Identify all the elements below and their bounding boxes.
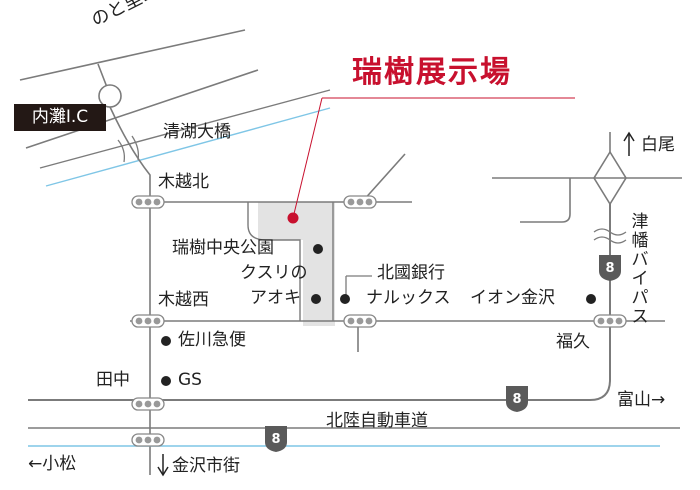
- noto-satoyama-road-lower: [25, 69, 259, 149]
- bypass-char-4: イ: [631, 269, 649, 289]
- tanaka-label: 田中: [96, 370, 130, 390]
- seiko-ohashi-label: 清湖大橋: [163, 122, 231, 142]
- aeon-label: イオン金沢: [470, 288, 555, 308]
- noto-satoyama-road-upper: [19, 29, 246, 81]
- kusuri-aoki-label-2: アオキ: [250, 288, 301, 308]
- kigoshi-kita-label: 木越北: [158, 172, 209, 192]
- komatsu-label: ←小松: [28, 454, 77, 474]
- bypass-break-upper: [593, 228, 627, 236]
- route8-road-lower: [588, 380, 604, 392]
- signal-south: [131, 433, 165, 447]
- arrow-up-icon: [623, 131, 635, 156]
- kigoshi-nishi-label: 木越西: [158, 290, 209, 310]
- hokkoku-label-1: 北國銀行: [377, 263, 445, 283]
- gs-label: GS: [178, 370, 202, 390]
- bypass-char-2: 幡: [631, 231, 649, 251]
- expressway-label: 北陸自動車道: [326, 411, 428, 431]
- svg-text:8: 8: [512, 392, 521, 407]
- signal-hokkoku: [343, 314, 377, 328]
- bypass-char-5: パ: [631, 288, 649, 308]
- toyama-label: 富山→: [617, 390, 666, 410]
- hokkoku-dot: [340, 294, 350, 304]
- interchange-badge: 内灘I.C: [14, 104, 106, 131]
- arrow-down-icon: [157, 454, 169, 477]
- route8-shield-south: 8: [265, 426, 287, 452]
- kusuri-aoki-label-1: クスリの: [240, 263, 308, 283]
- sagawa-label: 佐川急便: [178, 330, 246, 350]
- signal-kigoshi-kita: [131, 195, 165, 209]
- kusuri-aoki-dot: [311, 294, 321, 304]
- tsubata-bypass-label: 津 幡 バ イ パ ス: [629, 213, 651, 327]
- bypass-char-3: バ: [631, 250, 649, 270]
- gs-dot: [161, 376, 171, 386]
- site-pointer-line: [292, 97, 323, 219]
- bypass-char-1: 津: [631, 212, 649, 232]
- route8-shield-east: 8: [506, 386, 528, 412]
- svg-text:8: 8: [271, 432, 280, 447]
- route8-road: [28, 204, 611, 401]
- bypass-break-lower: [593, 236, 627, 244]
- signal-kigoshi-nishi: [131, 314, 165, 328]
- site-access-road: [247, 202, 301, 321]
- route8-shield-bypass: 8: [599, 255, 621, 281]
- signal-site-east: [343, 195, 377, 209]
- signal-tanaka: [131, 397, 165, 411]
- bypass-char-6: ス: [631, 307, 649, 327]
- ne-road-hook: [520, 178, 571, 223]
- river-light: [45, 107, 331, 187]
- svg-text:8: 8: [605, 261, 614, 276]
- park-label: 瑞樹中央公園: [172, 238, 274, 258]
- bridge-mark-left: [117, 139, 126, 163]
- fukuhisa-label: 福久: [556, 332, 590, 352]
- signal-fukuhisa: [593, 314, 627, 328]
- park-dot: [313, 244, 323, 254]
- hokkoku-label-2: ナルックス: [366, 288, 451, 308]
- aeon-dot: [586, 294, 596, 304]
- river-dark: [39, 89, 331, 169]
- shirao-label: 白尾: [641, 135, 675, 155]
- site-marker: [287, 212, 299, 224]
- sagawa-dot: [161, 336, 171, 346]
- page-title: 瑞樹展示場: [352, 55, 512, 90]
- kanazawa-label: 金沢市街: [172, 456, 240, 476]
- northeast-spur: [361, 153, 406, 203]
- west-road: [109, 106, 151, 475]
